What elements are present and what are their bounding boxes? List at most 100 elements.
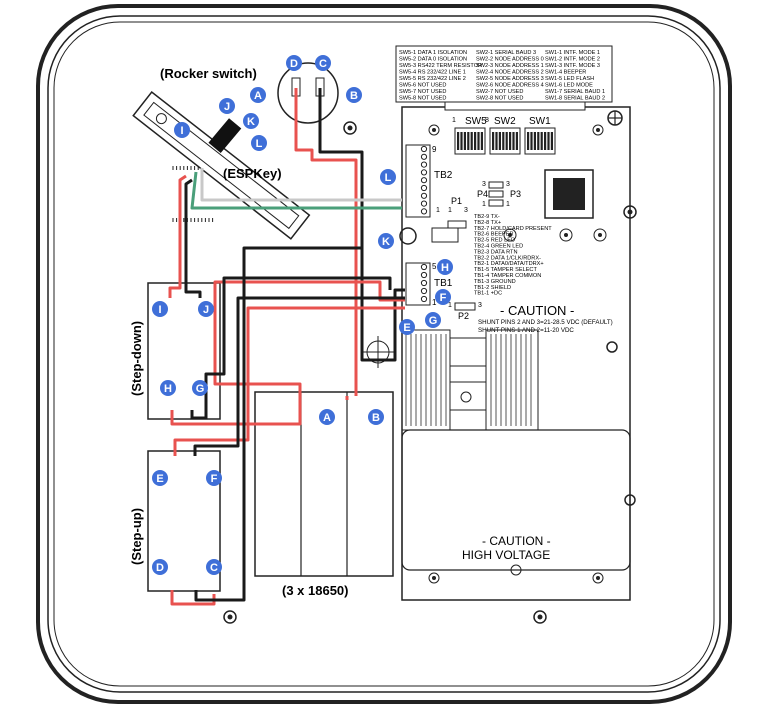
dip-toggle	[470, 132, 473, 150]
dip-toggle	[502, 132, 505, 150]
badge-letter: A	[254, 90, 262, 102]
badge-h: H	[437, 259, 453, 275]
badge-letter: J	[224, 101, 230, 113]
wire	[173, 306, 405, 456]
dip-toggle	[512, 132, 515, 150]
dip-toggle	[544, 132, 547, 150]
badge-l: L	[251, 135, 267, 151]
p1-label: P1	[451, 196, 462, 206]
switch-table-entry: SW5-8 NOT USED	[399, 96, 446, 102]
badge-letter: K	[247, 116, 255, 128]
tb2-hole	[420, 169, 428, 176]
badge-letter: I	[158, 304, 161, 316]
terminal-entry: TB1-2 SHIELD	[474, 285, 511, 291]
rocker-switch-label: (Rocker switch)	[160, 66, 257, 81]
caution-bottom-2: HIGH VOLTAGE	[462, 548, 550, 562]
dip-toggle	[498, 132, 501, 150]
p4-label: P4	[477, 189, 488, 199]
badge-l: L	[380, 169, 396, 185]
switch-table-entry: SW5-2 DATA 0 ISOLATION	[399, 57, 467, 63]
badge-f: F	[435, 289, 451, 305]
dip-toggle	[492, 132, 495, 150]
badge-a: A	[319, 409, 335, 425]
badge-g: G	[192, 380, 208, 396]
tb2-hole	[420, 208, 428, 215]
p2-label: P2	[458, 311, 469, 321]
p3-pin-label: 1	[506, 201, 510, 208]
tb1-hole	[420, 287, 428, 295]
badge-e: E	[399, 319, 415, 335]
badge-letter: L	[385, 172, 392, 184]
dip-toggle	[477, 132, 480, 150]
wire	[170, 590, 216, 606]
enclosure-inner	[47, 15, 721, 693]
tb2-hole	[420, 145, 428, 153]
badge-letter: C	[210, 562, 218, 574]
wire	[200, 168, 402, 202]
badge-c: C	[206, 559, 222, 575]
switch-table-entry: SW1-2 INTF. MODE 2	[545, 57, 600, 63]
badge-i: I	[152, 301, 168, 317]
tb2-hole	[420, 184, 428, 192]
switch-table-entry: SW1-5 LED FLASH	[545, 76, 594, 82]
switch-table-entry: SW2-5 NODE ADDRESS 3	[476, 76, 544, 82]
terminal-entry: TB2-4 GREEN LED	[474, 244, 523, 250]
terminal-entry: TB2-5 RED LED	[474, 238, 515, 244]
terminal-entry: TB2-7 HOLD/CARD PRESENT	[474, 226, 552, 232]
step-up-label: (Step-up)	[129, 508, 144, 565]
badge-e: E	[152, 470, 168, 486]
tb2-hole	[420, 177, 428, 184]
dip-toggle	[474, 132, 477, 150]
sw1-label: SW1	[529, 116, 551, 127]
sw-pin-label: 1	[452, 117, 456, 124]
terminal-entry: TB2-8 TX+	[474, 220, 501, 226]
high-voltage-area	[401, 429, 631, 571]
wire	[193, 296, 405, 456]
terminal-entry: TB2-2 DATA 1/CLK/RDRX-	[474, 255, 541, 261]
dip-toggle	[550, 132, 553, 150]
dip-toggle	[457, 132, 460, 150]
dip-toggle	[463, 132, 466, 150]
dip-toggle	[505, 132, 508, 150]
switch-table-entry: SW5-7 NOT USED	[399, 89, 446, 95]
wire	[184, 178, 202, 298]
badge-letter: B	[372, 412, 380, 424]
tb1-pin-label: 1	[432, 298, 437, 307]
dip-toggle	[515, 132, 518, 150]
tb1-hole	[420, 271, 428, 279]
microcontroller-chip	[544, 169, 594, 219]
badge-letter: C	[319, 58, 327, 70]
caution-top: - CAUTION -	[500, 303, 574, 318]
shunt-note-1: SHUNT PINS 2 AND 3=21-28.5 VDC (DEFAULT)	[478, 319, 613, 326]
tb1-label: TB1	[434, 278, 453, 289]
card-reader	[132, 90, 311, 240]
mounting-screw	[223, 110, 637, 624]
switch-table-entry: SW1-1 INTF. MODE 1	[545, 50, 600, 56]
dip-toggle	[533, 132, 536, 150]
espkey-label: (ESPKey)	[223, 166, 282, 181]
badge-letter: J	[203, 304, 209, 316]
dip-toggle	[509, 132, 512, 150]
sw5-label: SW5	[465, 116, 487, 127]
badge-k: K	[243, 113, 259, 129]
switch-table-entry: SW2-2 NODE ADDRESS 0	[476, 57, 544, 63]
badge-letter: L	[256, 138, 263, 150]
crosshair-mount	[362, 336, 394, 368]
dip-toggle	[527, 132, 530, 150]
switch-table-entry: SW2-6 NODE ADDRESS 4	[476, 83, 544, 89]
tb2-hole	[420, 192, 428, 199]
step-down-label: (Step-down)	[129, 321, 144, 396]
p3-label: P3	[510, 189, 521, 199]
wire	[168, 174, 187, 298]
p3-pin-label: 3	[506, 181, 510, 188]
switch-table-entry: SW5-4 RS 232/422 LINE 1	[399, 70, 466, 76]
dip-toggle	[530, 132, 533, 150]
espkey-module	[208, 118, 242, 153]
p2-pin-label: 1	[448, 302, 452, 309]
terminal-entry: TB2-6 BEEPER	[474, 232, 513, 238]
dip-toggle	[480, 132, 483, 150]
switch-table-entry: SW5-5 RS 232/422 LINE 2	[399, 76, 466, 82]
